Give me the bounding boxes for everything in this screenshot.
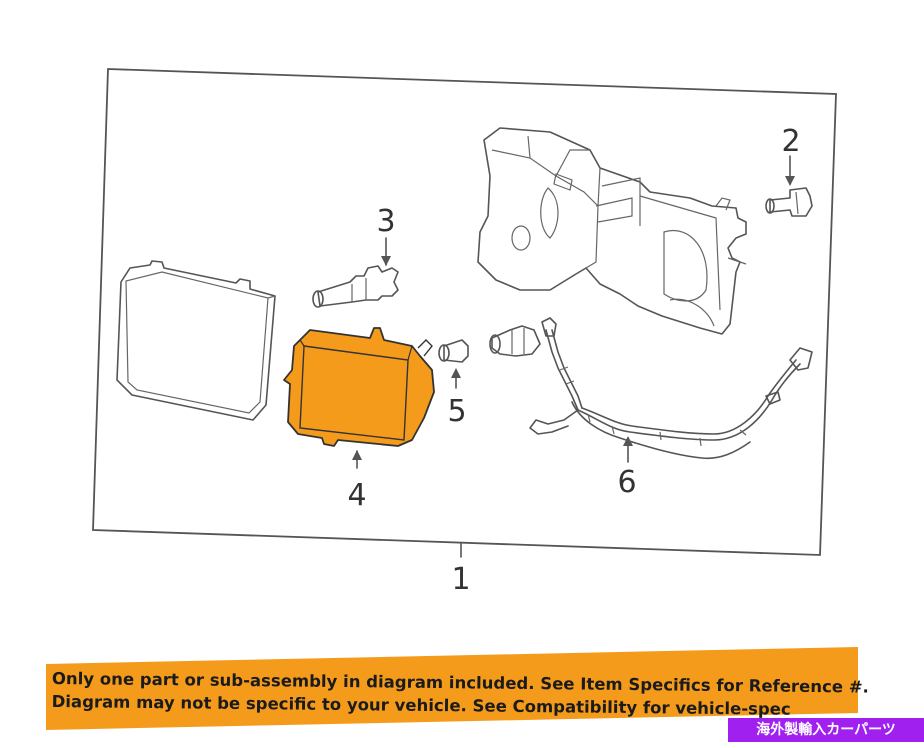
diagram-frame bbox=[92, 68, 837, 556]
headlamp-housing bbox=[477, 127, 747, 335]
wiring-harness-6 bbox=[529, 317, 813, 460]
disclaimer-text: Only one part or sub-assembly in diagram… bbox=[52, 667, 869, 721]
headlamp-lens bbox=[116, 260, 276, 421]
import-parts-badge: 海外製輸入カーパーツ bbox=[728, 718, 924, 742]
bulb-5 bbox=[438, 339, 469, 363]
callout-1: 1 bbox=[451, 562, 470, 597]
bulb-3 bbox=[312, 265, 399, 308]
highlighted-part-4 bbox=[283, 327, 435, 447]
callout-2: 2 bbox=[781, 124, 800, 159]
bulb-socket bbox=[489, 325, 541, 357]
callout-4: 4 bbox=[347, 478, 366, 513]
callout-3: 3 bbox=[376, 204, 395, 239]
callout-5: 5 bbox=[447, 394, 466, 429]
parts-diagram: 1 2 3 4 5 6 bbox=[92, 68, 837, 597]
bolt-2 bbox=[765, 187, 813, 217]
callout-6: 6 bbox=[617, 465, 636, 500]
